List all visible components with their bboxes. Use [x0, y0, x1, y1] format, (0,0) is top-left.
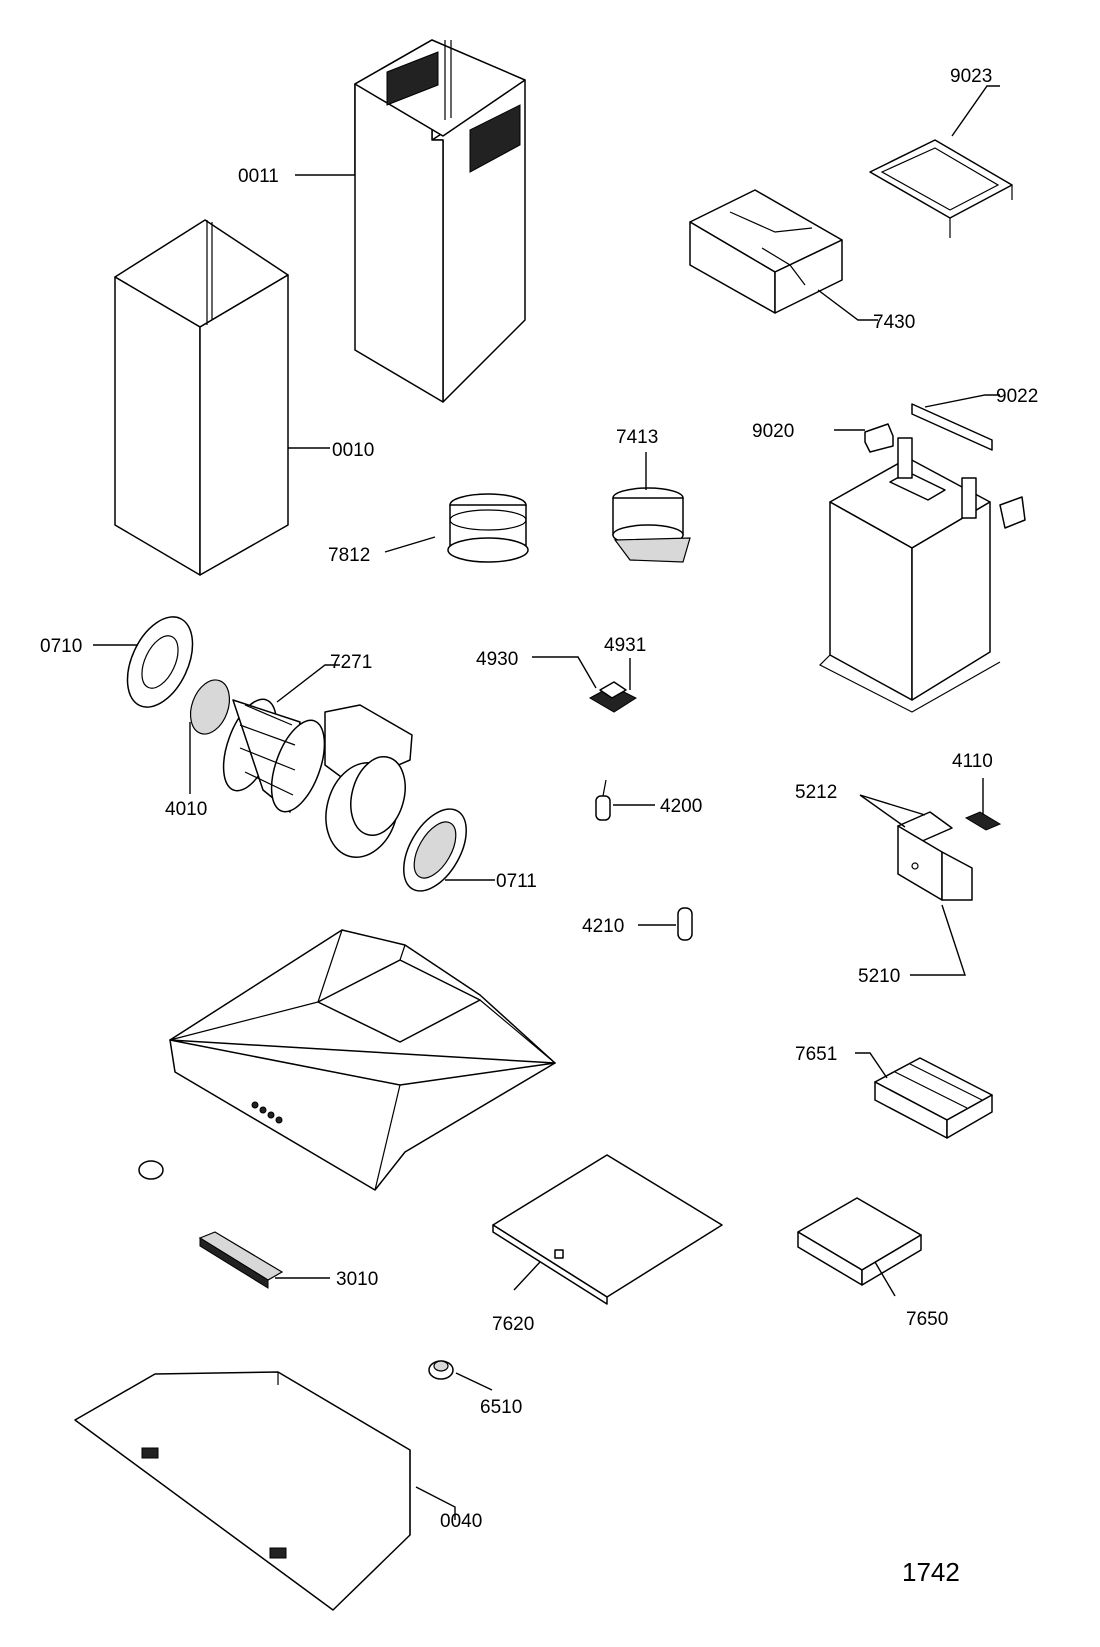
- part-6510-knob: [428, 1360, 454, 1380]
- callout-5210: 5210: [858, 966, 900, 987]
- diagram-code: 1742: [902, 1557, 960, 1587]
- part-5212-board-bracket: [897, 811, 953, 901]
- callout-6510: 6510: [480, 1397, 522, 1418]
- leader-lines: [93, 85, 1000, 1520]
- part-3010-switch-bar: [198, 1231, 284, 1289]
- part-4110-switch: [964, 811, 1002, 831]
- motor-housing: [818, 437, 1026, 713]
- callout-9022: 9022: [996, 386, 1038, 407]
- part-7651-filter-tray: [874, 1057, 993, 1139]
- part-7413-duct-adapter: [612, 487, 691, 563]
- hood-canopy: [169, 929, 556, 1191]
- part-7650-carbon-filter: [797, 1197, 922, 1286]
- blower-scroll: [324, 704, 413, 858]
- callout-3010: 3010: [336, 1269, 378, 1290]
- callout-5212: 5212: [795, 782, 837, 803]
- part-4210-capacitor: [677, 907, 693, 941]
- callout-4930: 4930: [476, 649, 518, 670]
- part-5210-control-board: [911, 851, 973, 901]
- part-7271-fan-wheel: [222, 698, 326, 813]
- callout-9020: 9020: [752, 421, 794, 442]
- part-4930-terminal-block: [588, 681, 638, 713]
- callout-7650: 7650: [906, 1309, 948, 1330]
- callout-4210: 4210: [582, 916, 624, 937]
- callout-7812: 7812: [328, 545, 370, 566]
- callout-0711: 0711: [496, 871, 537, 892]
- part-7430-duct-box: [689, 189, 843, 314]
- callout-4010: 4010: [165, 799, 207, 820]
- callout-0710: 0710: [40, 636, 82, 657]
- callout-9023: 9023: [950, 66, 992, 87]
- callout-0011: 0011: [238, 166, 279, 187]
- part-7812-collar-ring: [447, 493, 529, 563]
- part-0710-motor-plate: [126, 616, 194, 708]
- callout-4110: 4110: [952, 751, 993, 772]
- callout-labels: 0011 0010 9023 7430 9020 9022 7413 7812 …: [40, 66, 1038, 1587]
- part-9022-rail: [911, 403, 993, 451]
- vent-slots: [386, 51, 521, 173]
- part-0010-lower-chimney: [114, 219, 289, 576]
- callout-7413: 7413: [616, 427, 658, 448]
- part-9020-bracket: [864, 423, 894, 453]
- callout-0040: 0040: [440, 1511, 482, 1532]
- callout-0010: 0010: [332, 440, 374, 461]
- knob: [138, 1160, 164, 1180]
- callout-7430: 7430: [873, 312, 915, 333]
- callout-4200: 4200: [660, 796, 702, 817]
- part-0711-grille: [403, 808, 467, 892]
- part-0011-upper-chimney: [354, 39, 526, 403]
- part-7620-filter-panel: [492, 1154, 723, 1305]
- part-0040-bottom-panel: [74, 1371, 411, 1611]
- callout-7620: 7620: [492, 1314, 534, 1335]
- part-4010-motor: [189, 679, 231, 735]
- part-4200-capacitor: [595, 779, 611, 821]
- callout-7271: 7271: [330, 652, 372, 673]
- part-9023-mounting-frame: [869, 139, 1013, 238]
- callout-7651: 7651: [795, 1044, 837, 1065]
- callout-4931: 4931: [604, 635, 646, 656]
